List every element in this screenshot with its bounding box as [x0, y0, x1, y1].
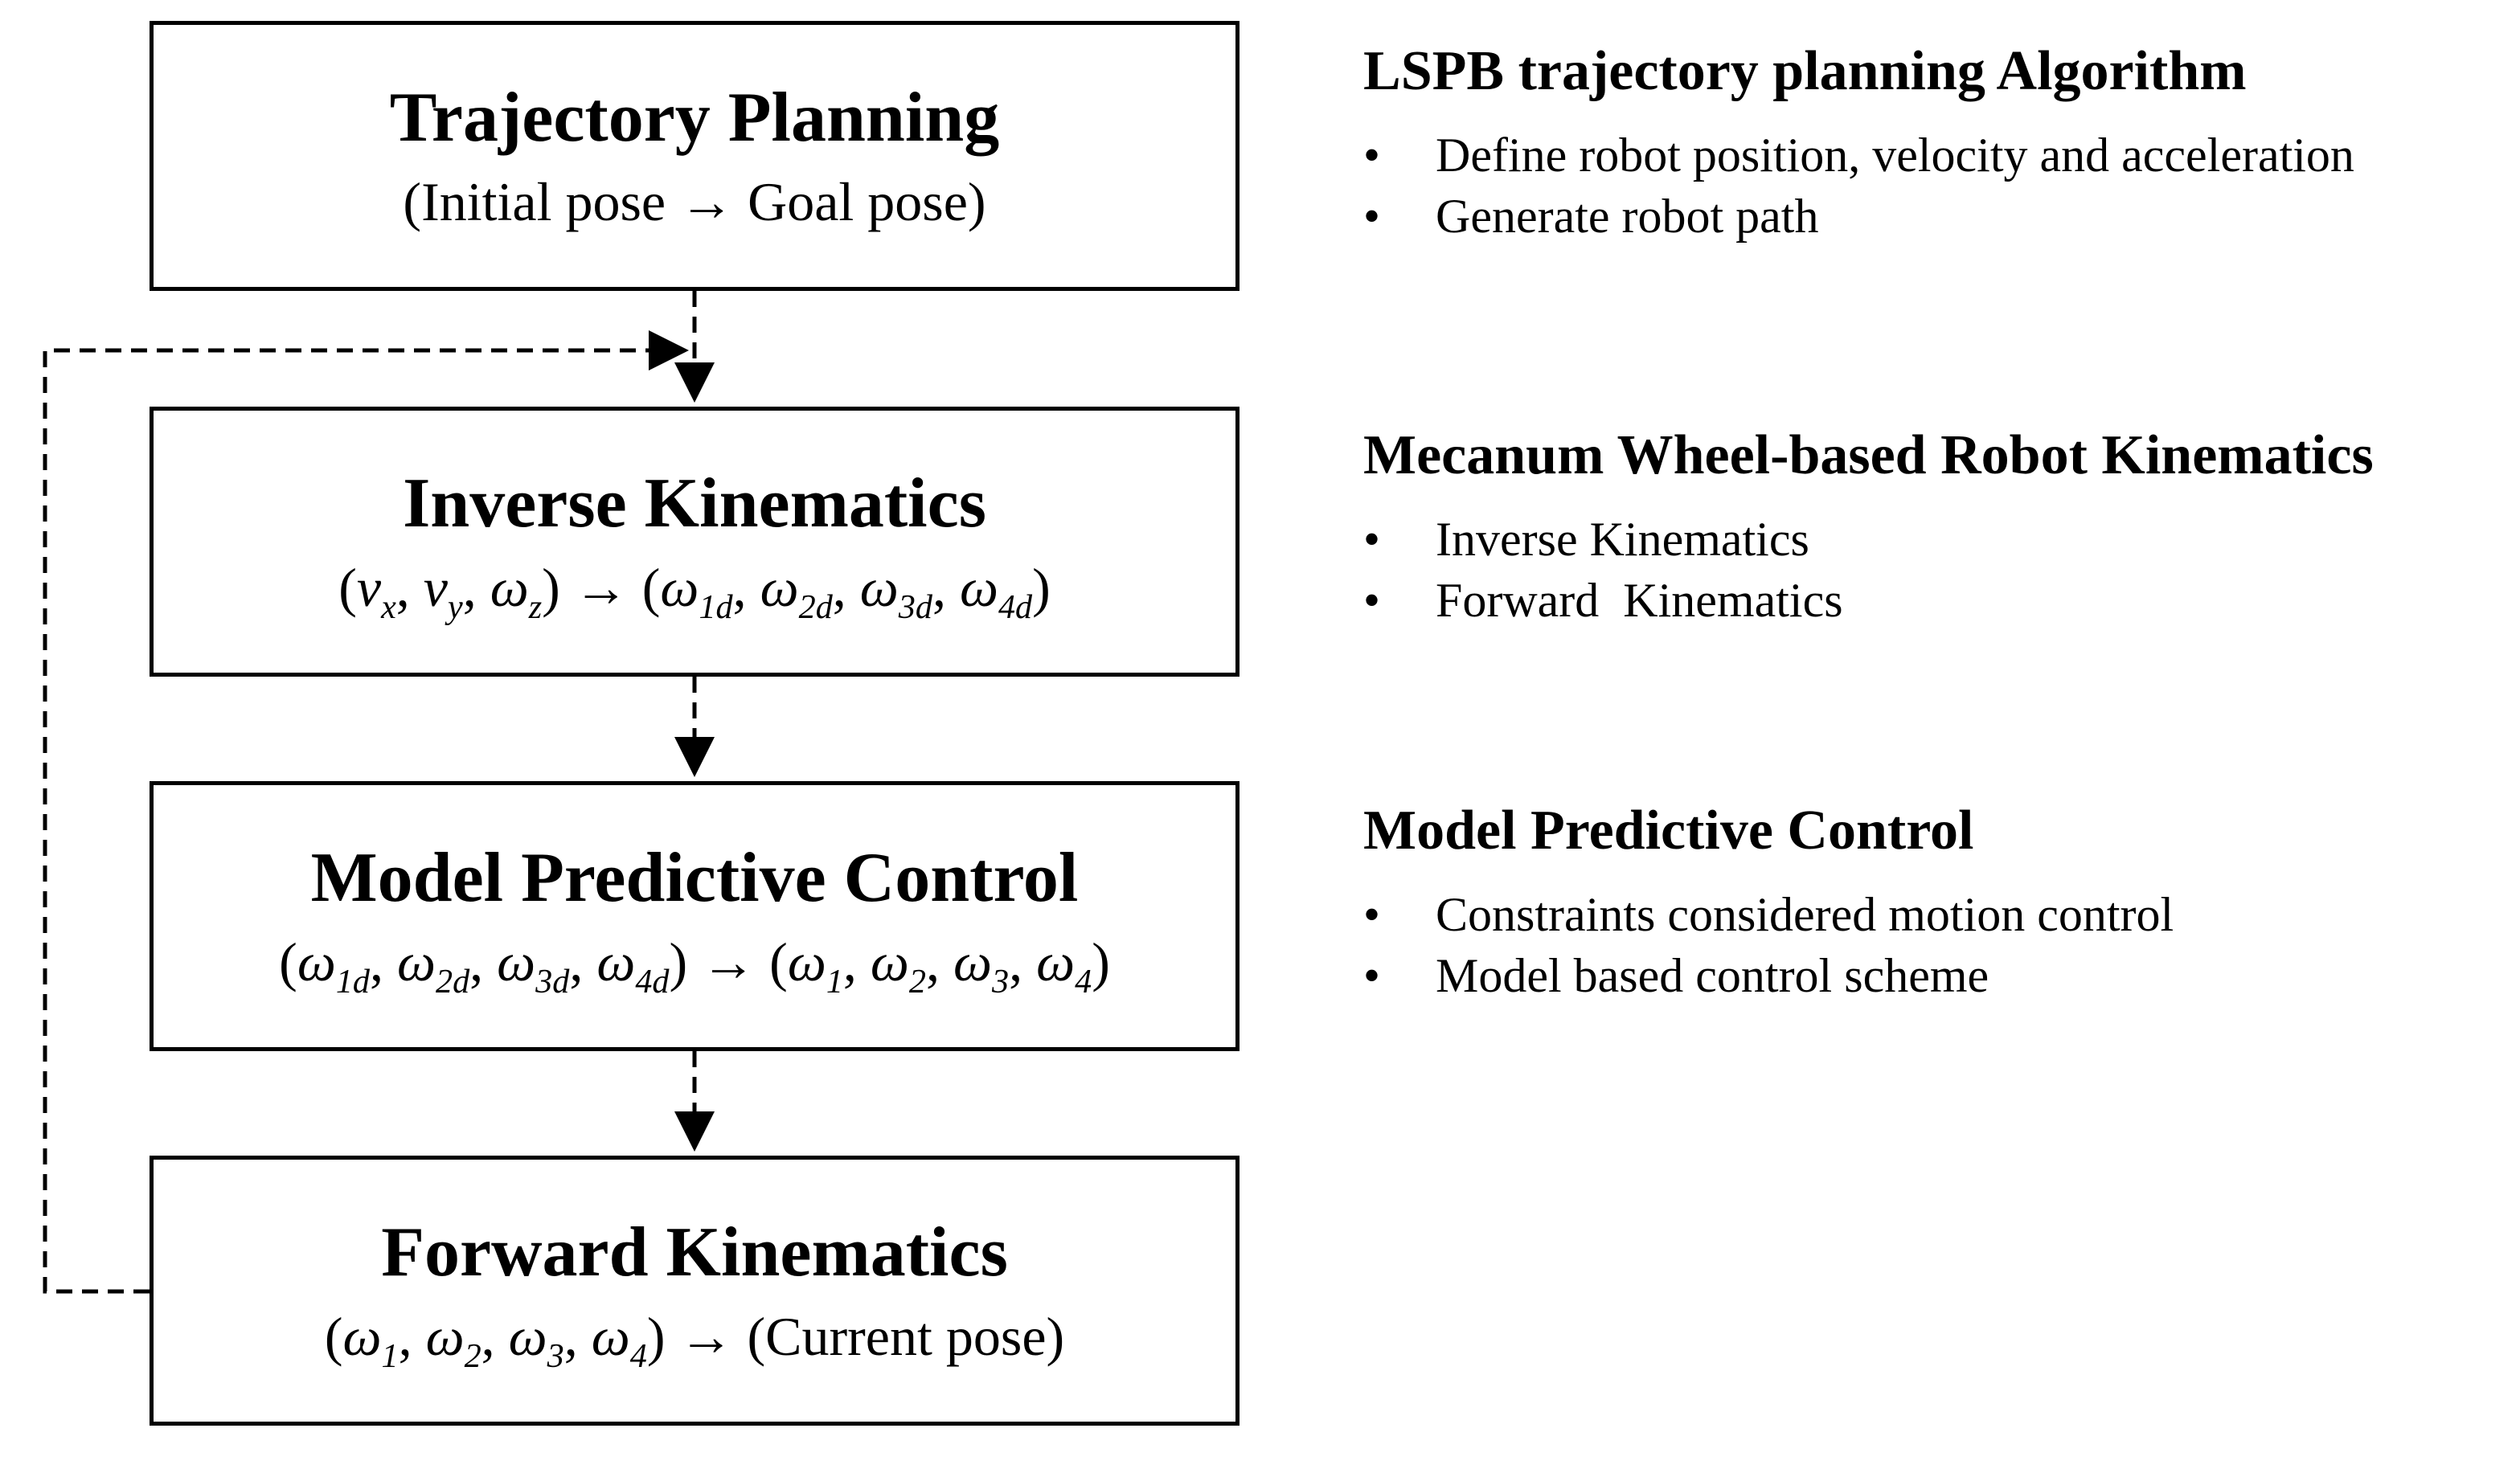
box-inverse-kinematics: Inverse Kinematics (vx, vy, ωz) → (ω1d, …: [150, 407, 1240, 677]
side-heading: Model Predictive Control: [1363, 800, 1974, 861]
side-list: •Define robot position, velocity and acc…: [1363, 125, 2505, 247]
side-section-lspb: LSPB trajectory planning Algorithm •Defi…: [1363, 40, 2505, 247]
arrow-symbol: →: [678, 1305, 734, 1367]
bullet-icon: •: [1363, 129, 1381, 182]
side-heading: Mecanum Wheel-based Robot Kinematics: [1363, 424, 2374, 486]
box-forward-kinematics: Forward Kinematics (ω1, ω2, ω3, ω4) → (C…: [150, 1156, 1240, 1426]
box-equation: (ω1d, ω2d, ω3d, ω4d) → (ω1, ω2, ω3, ω4): [279, 931, 1110, 1001]
bullet-icon: •: [1363, 513, 1381, 566]
box-equation: (ω1, ω2, ω3, ω4) → (Current pose): [324, 1305, 1065, 1375]
bullet-icon: •: [1363, 574, 1381, 627]
feedback-arrow-forward-to-inverse: [43, 330, 689, 1294]
list-item: •Generate robot path: [1363, 186, 2505, 247]
list-item: •Inverse Kinematics: [1363, 509, 2505, 570]
box-title: Forward Kinematics: [381, 1213, 1008, 1291]
list-item: •Define robot position, velocity and acc…: [1363, 125, 2505, 186]
box-model-predictive-control: Model Predictive Control (ω1d, ω2d, ω3d,…: [150, 781, 1240, 1051]
side-section-mpc: Model Predictive Control •Constraints co…: [1363, 800, 2505, 1006]
arrow-symbol: →: [573, 556, 629, 618]
bullet-icon: •: [1363, 888, 1381, 941]
bullet-icon: •: [1363, 190, 1381, 243]
box-trajectory-planning: Trajectory Planning (Initial pose → Goal…: [150, 21, 1240, 291]
side-list: •Inverse Kinematics •Forward Kinematics: [1363, 509, 2505, 631]
list-item: •Constraints considered motion control: [1363, 884, 2505, 945]
side-heading: LSPB trajectory planning Algorithm: [1363, 40, 2247, 102]
arrow-symbol: →: [701, 931, 756, 992]
box-title: Model Predictive Control: [310, 838, 1079, 917]
side-section-kinematics: Mecanum Wheel-based Robot Kinematics •In…: [1363, 424, 2505, 631]
bullet-icon: •: [1363, 949, 1381, 1002]
box-title: Trajectory Planning: [389, 78, 1000, 157]
list-item: •Forward Kinematics: [1363, 570, 2505, 631]
box-title: Inverse Kinematics: [403, 464, 986, 542]
box-subtitle: (Initial pose → Goal pose): [403, 170, 986, 232]
side-list: •Constraints considered motion control •…: [1363, 884, 2505, 1006]
list-item: •Model based control scheme: [1363, 945, 2505, 1006]
box-equation: (vx, vy, ωz) → (ω1d, ω2d, ω3d, ω4d): [338, 556, 1051, 626]
